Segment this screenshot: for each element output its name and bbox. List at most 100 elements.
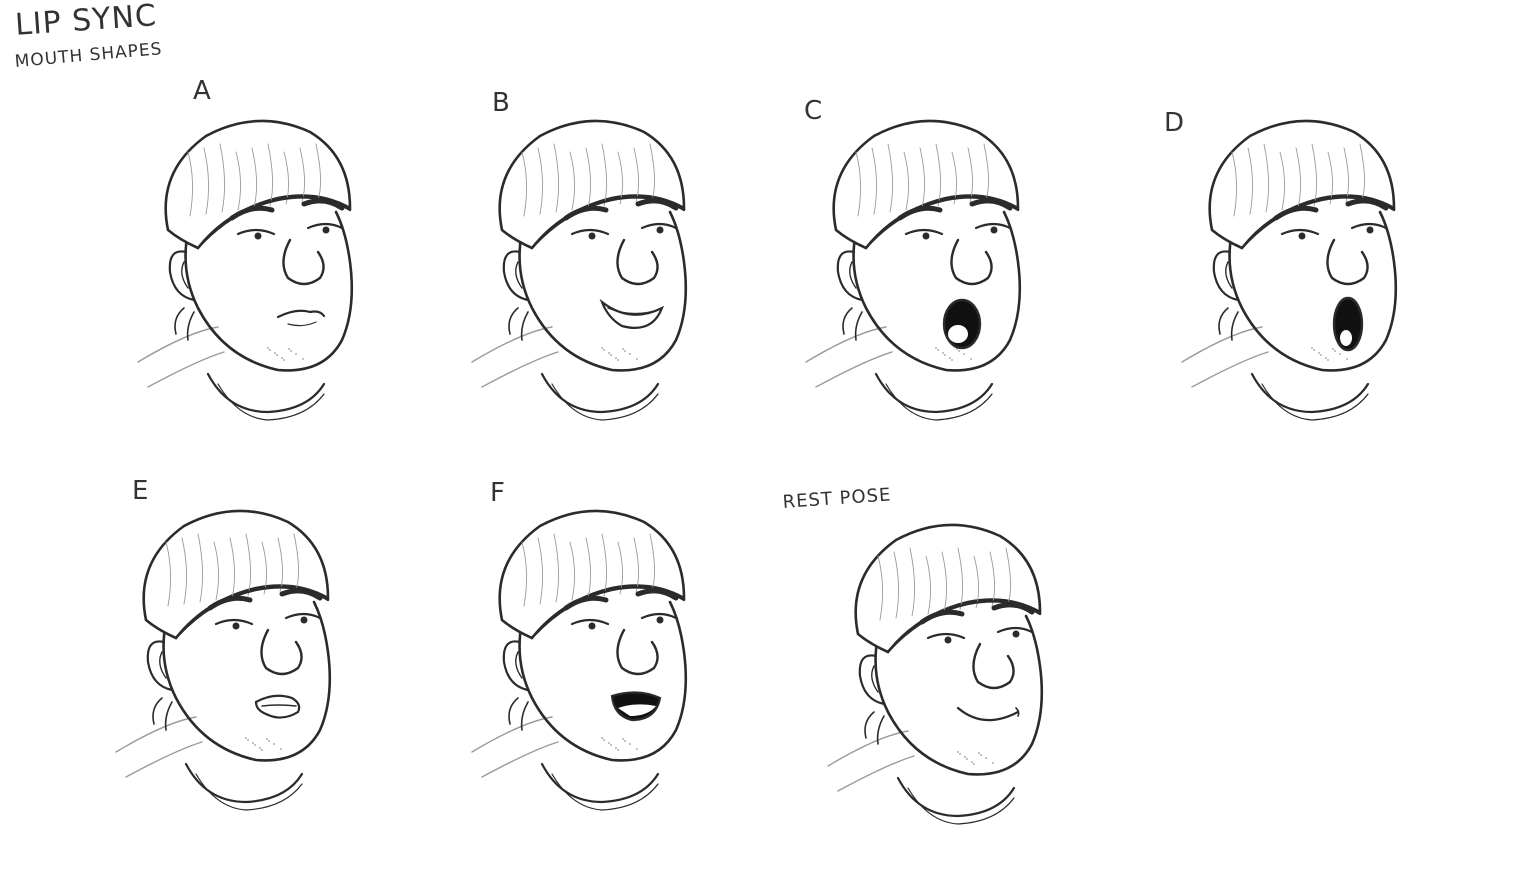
eye-left-lid xyxy=(216,620,252,624)
stubble-dot xyxy=(608,352,610,354)
beanie-rib xyxy=(166,542,171,606)
shirt-collar xyxy=(186,764,302,802)
head-svg xyxy=(796,112,1056,442)
eye-right-pupil xyxy=(300,616,308,624)
eye-right-lid xyxy=(1352,224,1386,228)
nose xyxy=(617,240,657,284)
brow-left xyxy=(566,598,606,608)
stubble-dot xyxy=(603,349,605,351)
stubble-dot xyxy=(992,762,994,764)
ear-inner xyxy=(872,666,878,692)
head-drawing-c xyxy=(796,112,1056,442)
shirt-collar xyxy=(542,374,658,412)
brow-right xyxy=(994,605,1032,612)
stubble-dot xyxy=(959,753,961,755)
mouth-line xyxy=(958,708,1018,720)
stubble-dot xyxy=(970,358,972,360)
stubble-dot xyxy=(295,353,297,355)
stubble-dot xyxy=(937,349,939,351)
ear xyxy=(504,641,528,690)
brow-left xyxy=(210,598,250,608)
collar-inner xyxy=(218,384,324,420)
beanie-rib xyxy=(198,534,203,602)
sheet-title: LIP SYNC xyxy=(14,0,159,43)
beanie-rib xyxy=(910,548,915,616)
ear-inner xyxy=(850,262,856,288)
beanie-rib xyxy=(188,152,193,216)
stubble-dot xyxy=(615,747,617,749)
mouth-shape xyxy=(256,696,299,718)
tongue-highlight xyxy=(1340,330,1352,346)
beanie-rib xyxy=(1280,152,1285,210)
ear-inner xyxy=(516,262,522,288)
beanie-rib xyxy=(294,534,299,590)
stubble-dot xyxy=(629,743,631,745)
face-outline xyxy=(1230,212,1396,370)
face-outline xyxy=(520,602,686,760)
stubble-dot xyxy=(1311,347,1313,349)
beanie-rib xyxy=(220,144,225,212)
beanie-rib xyxy=(204,148,209,214)
stubble-dot xyxy=(273,743,275,745)
stubble-dot xyxy=(245,737,247,739)
eye-left-lid xyxy=(572,230,608,234)
beanie-rib xyxy=(920,148,925,208)
stubble-dot xyxy=(601,737,603,739)
stubble-dot xyxy=(629,353,631,355)
head-drawing-e xyxy=(106,502,366,832)
stubble-dot xyxy=(980,754,982,756)
eye-right-lid xyxy=(998,628,1032,632)
stubble-dot xyxy=(283,359,285,361)
mouth-line xyxy=(278,311,324,317)
stubble-dot xyxy=(636,358,638,360)
brow-left xyxy=(1276,208,1316,218)
shape-label-rest-pose: REST POSE xyxy=(782,484,893,513)
beanie-rib xyxy=(952,152,957,204)
beanie-rib xyxy=(618,152,623,204)
stubble-dot xyxy=(266,738,268,740)
brow-right xyxy=(1348,201,1386,208)
eye-left-lid xyxy=(906,230,942,234)
stubble-dot xyxy=(247,739,249,741)
stubble-dot xyxy=(624,350,626,352)
beanie-rib xyxy=(618,542,623,594)
nose xyxy=(617,630,657,674)
beanie-rib xyxy=(872,148,877,214)
sheet-subtitle: MOUTH SHAPES xyxy=(14,39,164,72)
hair-strands xyxy=(843,308,862,340)
brow-right xyxy=(638,201,676,208)
nose xyxy=(1327,240,1367,284)
ear-inner xyxy=(160,652,166,678)
stubble-dot xyxy=(290,350,292,352)
stubble-dot xyxy=(942,352,944,354)
eye-left-pupil xyxy=(944,636,952,644)
stubble-dot xyxy=(944,354,946,356)
ear xyxy=(860,655,884,704)
mouth-shape xyxy=(602,302,662,328)
beanie-rib xyxy=(252,148,257,208)
stubble-dot xyxy=(963,353,965,355)
stubble-dot xyxy=(261,749,263,751)
beanie-rib xyxy=(984,144,989,200)
stubble-dot xyxy=(615,357,617,359)
ear xyxy=(838,251,862,300)
collar-inner xyxy=(552,384,658,420)
shirt-collar xyxy=(542,764,658,802)
stubble-dot xyxy=(274,352,276,354)
stubble-dot xyxy=(269,349,271,351)
lower-lip xyxy=(288,322,316,326)
beanie-rib xyxy=(856,152,861,216)
brow-left xyxy=(900,208,940,218)
stubble-dot xyxy=(624,740,626,742)
collar-inner xyxy=(908,788,1014,824)
stubble-dot xyxy=(288,348,290,350)
collar-inner xyxy=(196,774,302,810)
collar-inner xyxy=(886,384,992,420)
tongue-highlight xyxy=(618,704,656,716)
eye-left-lid xyxy=(238,230,274,234)
stubble-dot xyxy=(267,347,269,349)
brow-left xyxy=(232,208,272,218)
beanie-rib xyxy=(878,556,883,620)
eye-left-pupil xyxy=(922,232,930,240)
hair-strands xyxy=(1219,308,1238,340)
